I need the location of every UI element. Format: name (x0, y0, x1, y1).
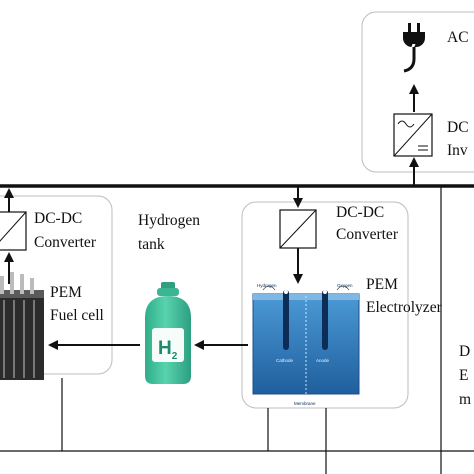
tank-h2-symbol: H2 (158, 338, 178, 362)
left-converter-icon (0, 211, 27, 251)
inverter-label-line1: DC (447, 119, 469, 136)
right-converter-label-line2: Converter (336, 226, 398, 243)
fuel-cell-icon (0, 272, 44, 380)
electrolyzer-hydrogen-label: Hydrogen (257, 283, 277, 288)
left-converter-label-line1: DC-DC (34, 210, 83, 227)
electrolyzer-cathode-label: Cathode (276, 358, 294, 363)
right-converter-label-line1: DC-DC (336, 204, 385, 221)
electrolyzer-oxygen-label: Oxygen (337, 283, 353, 288)
electrolyzer-box (241, 201, 409, 409)
right-label-line1: D (459, 343, 471, 360)
right-converter-icon (279, 209, 317, 249)
fuel-cell-label-line2: Fuel cell (50, 307, 104, 324)
hydrogen-tank-icon: H2 (145, 282, 191, 384)
hydrogen-tank-label-line2: tank (138, 236, 165, 253)
electrolyzer-anode-label: Anode (316, 358, 330, 363)
electrolyzer-label-line1: PEM (366, 276, 398, 293)
hydrogen-tank-label-line1: Hydrogen (138, 212, 200, 229)
inverter-icon (393, 113, 433, 157)
left-converter-label-line2: Converter (34, 234, 96, 251)
right-label-line3: m (459, 391, 472, 408)
electrolyzer-icon: Hydrogen Oxygen Cathode Anode Membrane (252, 283, 360, 406)
ac-plug-icon (403, 23, 425, 73)
ac-inverter-box (361, 11, 474, 173)
electrolyzer-label-line2: Electrolyzer (366, 299, 442, 316)
fuel-cell-label-line1: PEM (50, 284, 82, 301)
right-label-line2: E (459, 367, 469, 384)
fuel-cell-box (0, 195, 113, 375)
inverter-label-line2: Inv (447, 142, 468, 159)
ac-label: AC (447, 29, 469, 46)
electrolyzer-membrane-label: Membrane (294, 401, 316, 406)
